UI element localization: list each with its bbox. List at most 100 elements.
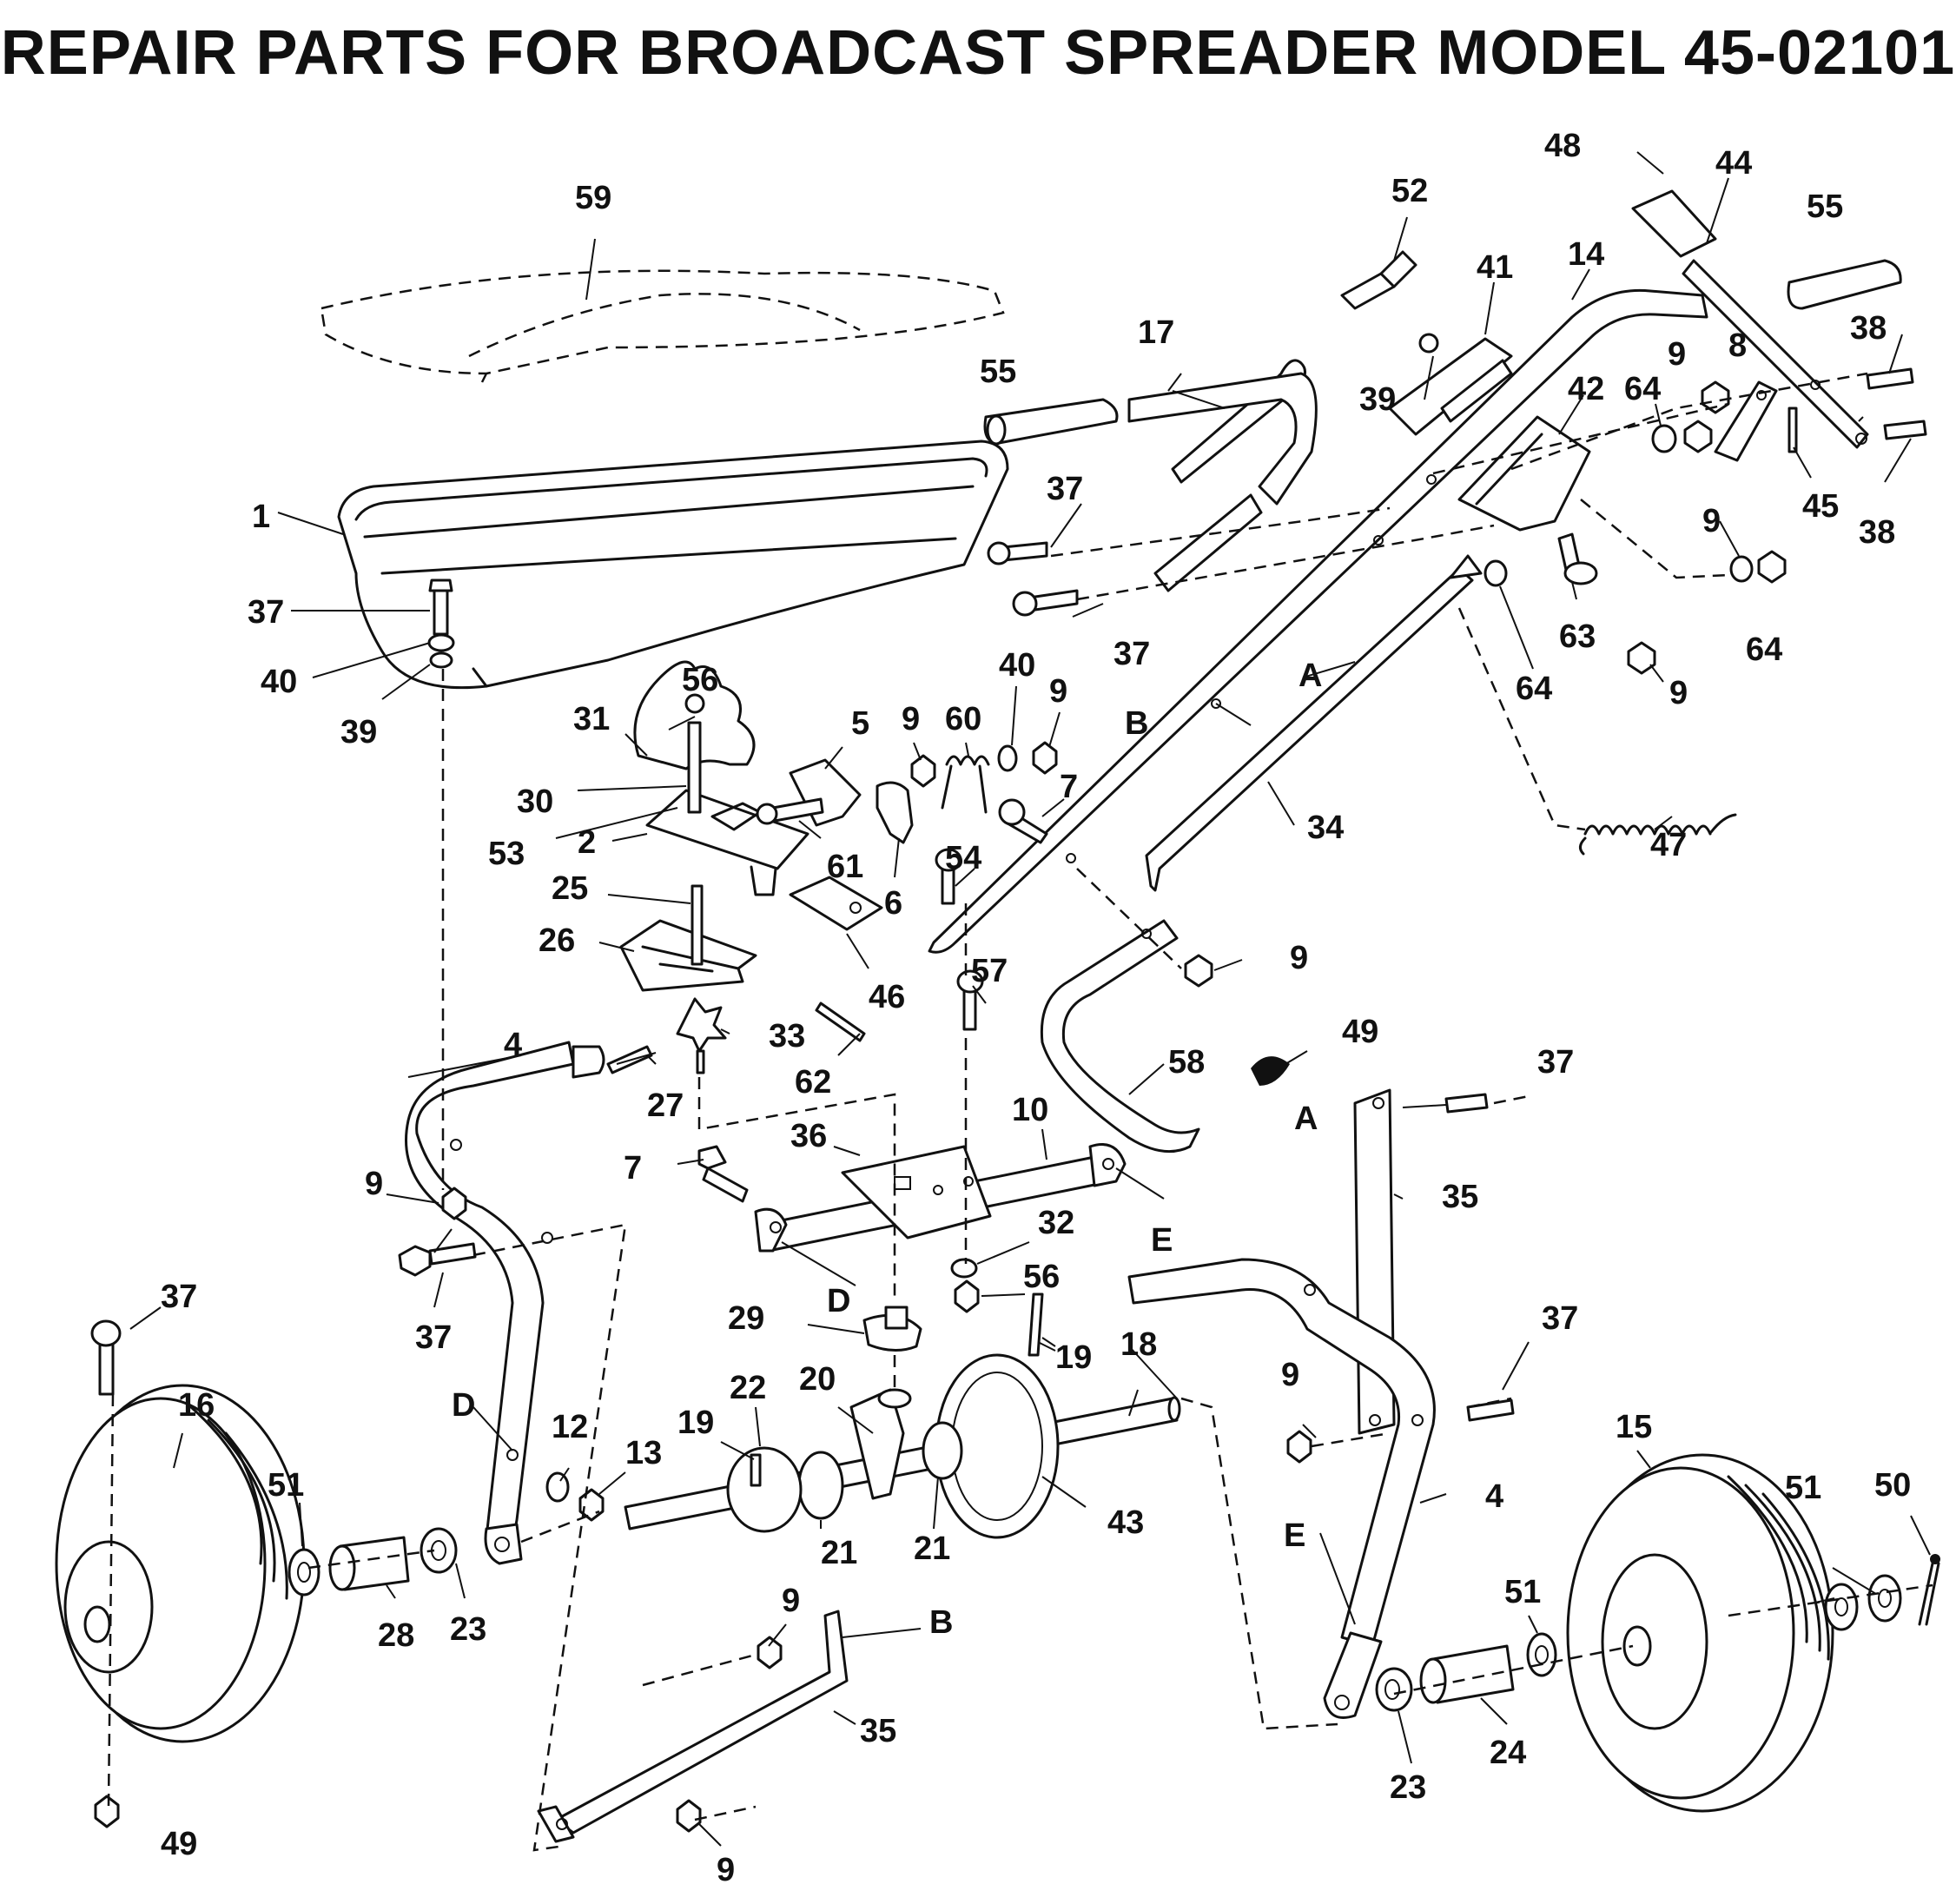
callout-23: 23: [1390, 1769, 1426, 1806]
nut-9-leftleg: [441, 1187, 467, 1220]
frame-58: [1040, 919, 1200, 1154]
callout-54: 54: [945, 840, 981, 876]
callout-28: 28: [378, 1617, 414, 1654]
handle-grip-17: [1127, 359, 1318, 592]
callout-9: 9: [1702, 503, 1721, 539]
cotter-pin-50: [1918, 1554, 1940, 1626]
bolt-38-lower: [1883, 420, 1927, 440]
spacer-24: [1419, 1644, 1515, 1704]
callout-9: 9: [902, 701, 920, 737]
agitator-cutaway-31: [633, 660, 756, 770]
bracket-41: [1388, 337, 1513, 436]
callout-23: 23: [450, 1611, 486, 1648]
callout-40: 40: [261, 664, 297, 700]
washer-32: [950, 1258, 978, 1279]
callout-63: 63: [1559, 618, 1596, 655]
handle-cap-55-left: [983, 398, 1119, 446]
pin-62: [815, 1002, 866, 1042]
leg-4-right: [1127, 1258, 1436, 1719]
callout-10: 10: [1012, 1092, 1048, 1128]
callout-61: 61: [827, 849, 863, 885]
callout-44: 44: [1715, 145, 1752, 182]
wheel-15: [1566, 1453, 1834, 1813]
bolt-37-top: [987, 541, 1048, 565]
nut-9-bracket5: [910, 754, 936, 788]
callout-37: 37: [415, 1319, 452, 1356]
pin-45: [1787, 407, 1798, 453]
washer-64-right: [1729, 550, 1787, 584]
callout-19: 19: [677, 1405, 714, 1441]
callout-57: 57: [971, 953, 1008, 989]
gear-hub-21-right: [922, 1421, 963, 1480]
callout-51: 51: [268, 1467, 304, 1504]
nut-49-wheel: [94, 1795, 120, 1828]
callout-55: 55: [1807, 188, 1843, 225]
bracket-5: [789, 758, 862, 827]
nut-9-center: [1184, 954, 1213, 988]
mount-plate-36: [841, 1145, 992, 1240]
callout-49: 49: [1342, 1014, 1378, 1050]
callout-letter-E: E: [1284, 1517, 1305, 1554]
callout-5: 5: [851, 705, 869, 742]
gear-hub-21-left: [797, 1451, 844, 1520]
callout-7: 7: [624, 1150, 642, 1187]
washer-40-hopper: [427, 633, 455, 652]
callout-13: 13: [625, 1435, 662, 1471]
callout-6: 6: [884, 885, 902, 922]
leader-lines: [129, 151, 1931, 1847]
callout-9: 9: [1049, 673, 1067, 710]
callout-46: 46: [869, 979, 905, 1015]
nut-9-lowerbrace-a: [757, 1636, 783, 1669]
bolt-37-mid: [1012, 589, 1079, 617]
control-lever-8: [1714, 380, 1778, 462]
callout-51: 51: [1504, 1574, 1541, 1610]
callout-37: 37: [1047, 471, 1083, 507]
bolt-38-upper: [1866, 367, 1914, 390]
callout-letter-D: D: [452, 1387, 475, 1424]
callout-2: 2: [578, 824, 596, 861]
diagram-title: REPAIR PARTS FOR BROADCAST SPREADER MODE…: [0, 18, 1956, 88]
callout-41: 41: [1477, 249, 1513, 286]
bushing-23-left: [420, 1527, 458, 1574]
washer-64-handle: [1484, 559, 1508, 587]
arm-6: [876, 781, 914, 844]
handle-14: [928, 288, 1708, 954]
assembly-lines: [107, 372, 1933, 1852]
callout-4: 4: [1485, 1478, 1503, 1515]
callout-7: 7: [1060, 769, 1078, 805]
pinion-20: [849, 1388, 912, 1500]
bolt-37-wheel: [90, 1319, 122, 1396]
callout-52: 52: [1391, 173, 1428, 209]
callout-18: 18: [1120, 1326, 1157, 1363]
callout-58: 58: [1168, 1044, 1205, 1081]
callout-4: 4: [504, 1027, 522, 1063]
callout-9: 9: [365, 1166, 383, 1202]
bolt-61: [756, 797, 824, 825]
bushing-23-right: [1375, 1667, 1413, 1712]
knob-52: [1340, 250, 1439, 354]
bolt-57: [956, 969, 984, 1031]
callout-letter-B: B: [929, 1604, 953, 1641]
callout-letter-E: E: [1151, 1222, 1173, 1259]
bolt-54: [935, 848, 962, 905]
callout-8: 8: [1728, 327, 1747, 364]
callout-59: 59: [575, 180, 611, 216]
callout-34: 34: [1307, 810, 1344, 846]
shaft-25: [691, 884, 704, 966]
washers-51-outer: [1824, 1574, 1902, 1631]
callout-9: 9: [1668, 336, 1686, 373]
callout-15: 15: [1616, 1409, 1652, 1445]
callout-14: 14: [1568, 236, 1604, 273]
callout-49: 49: [161, 1826, 197, 1862]
callout-letter-A: A: [1298, 658, 1322, 694]
callout-33: 33: [769, 1018, 805, 1054]
plate-46: [789, 876, 883, 931]
callout-labels: 59 1 37 40 39 55 17 37 37 A B 34 48 44 5…: [161, 128, 1911, 1888]
callout-35: 35: [860, 1713, 896, 1749]
washer-64-lever: [1651, 424, 1677, 453]
bolt-37-hopper: [428, 578, 453, 636]
callout-24: 24: [1490, 1735, 1526, 1771]
callout-26: 26: [539, 922, 575, 959]
callout-21: 21: [914, 1530, 950, 1567]
